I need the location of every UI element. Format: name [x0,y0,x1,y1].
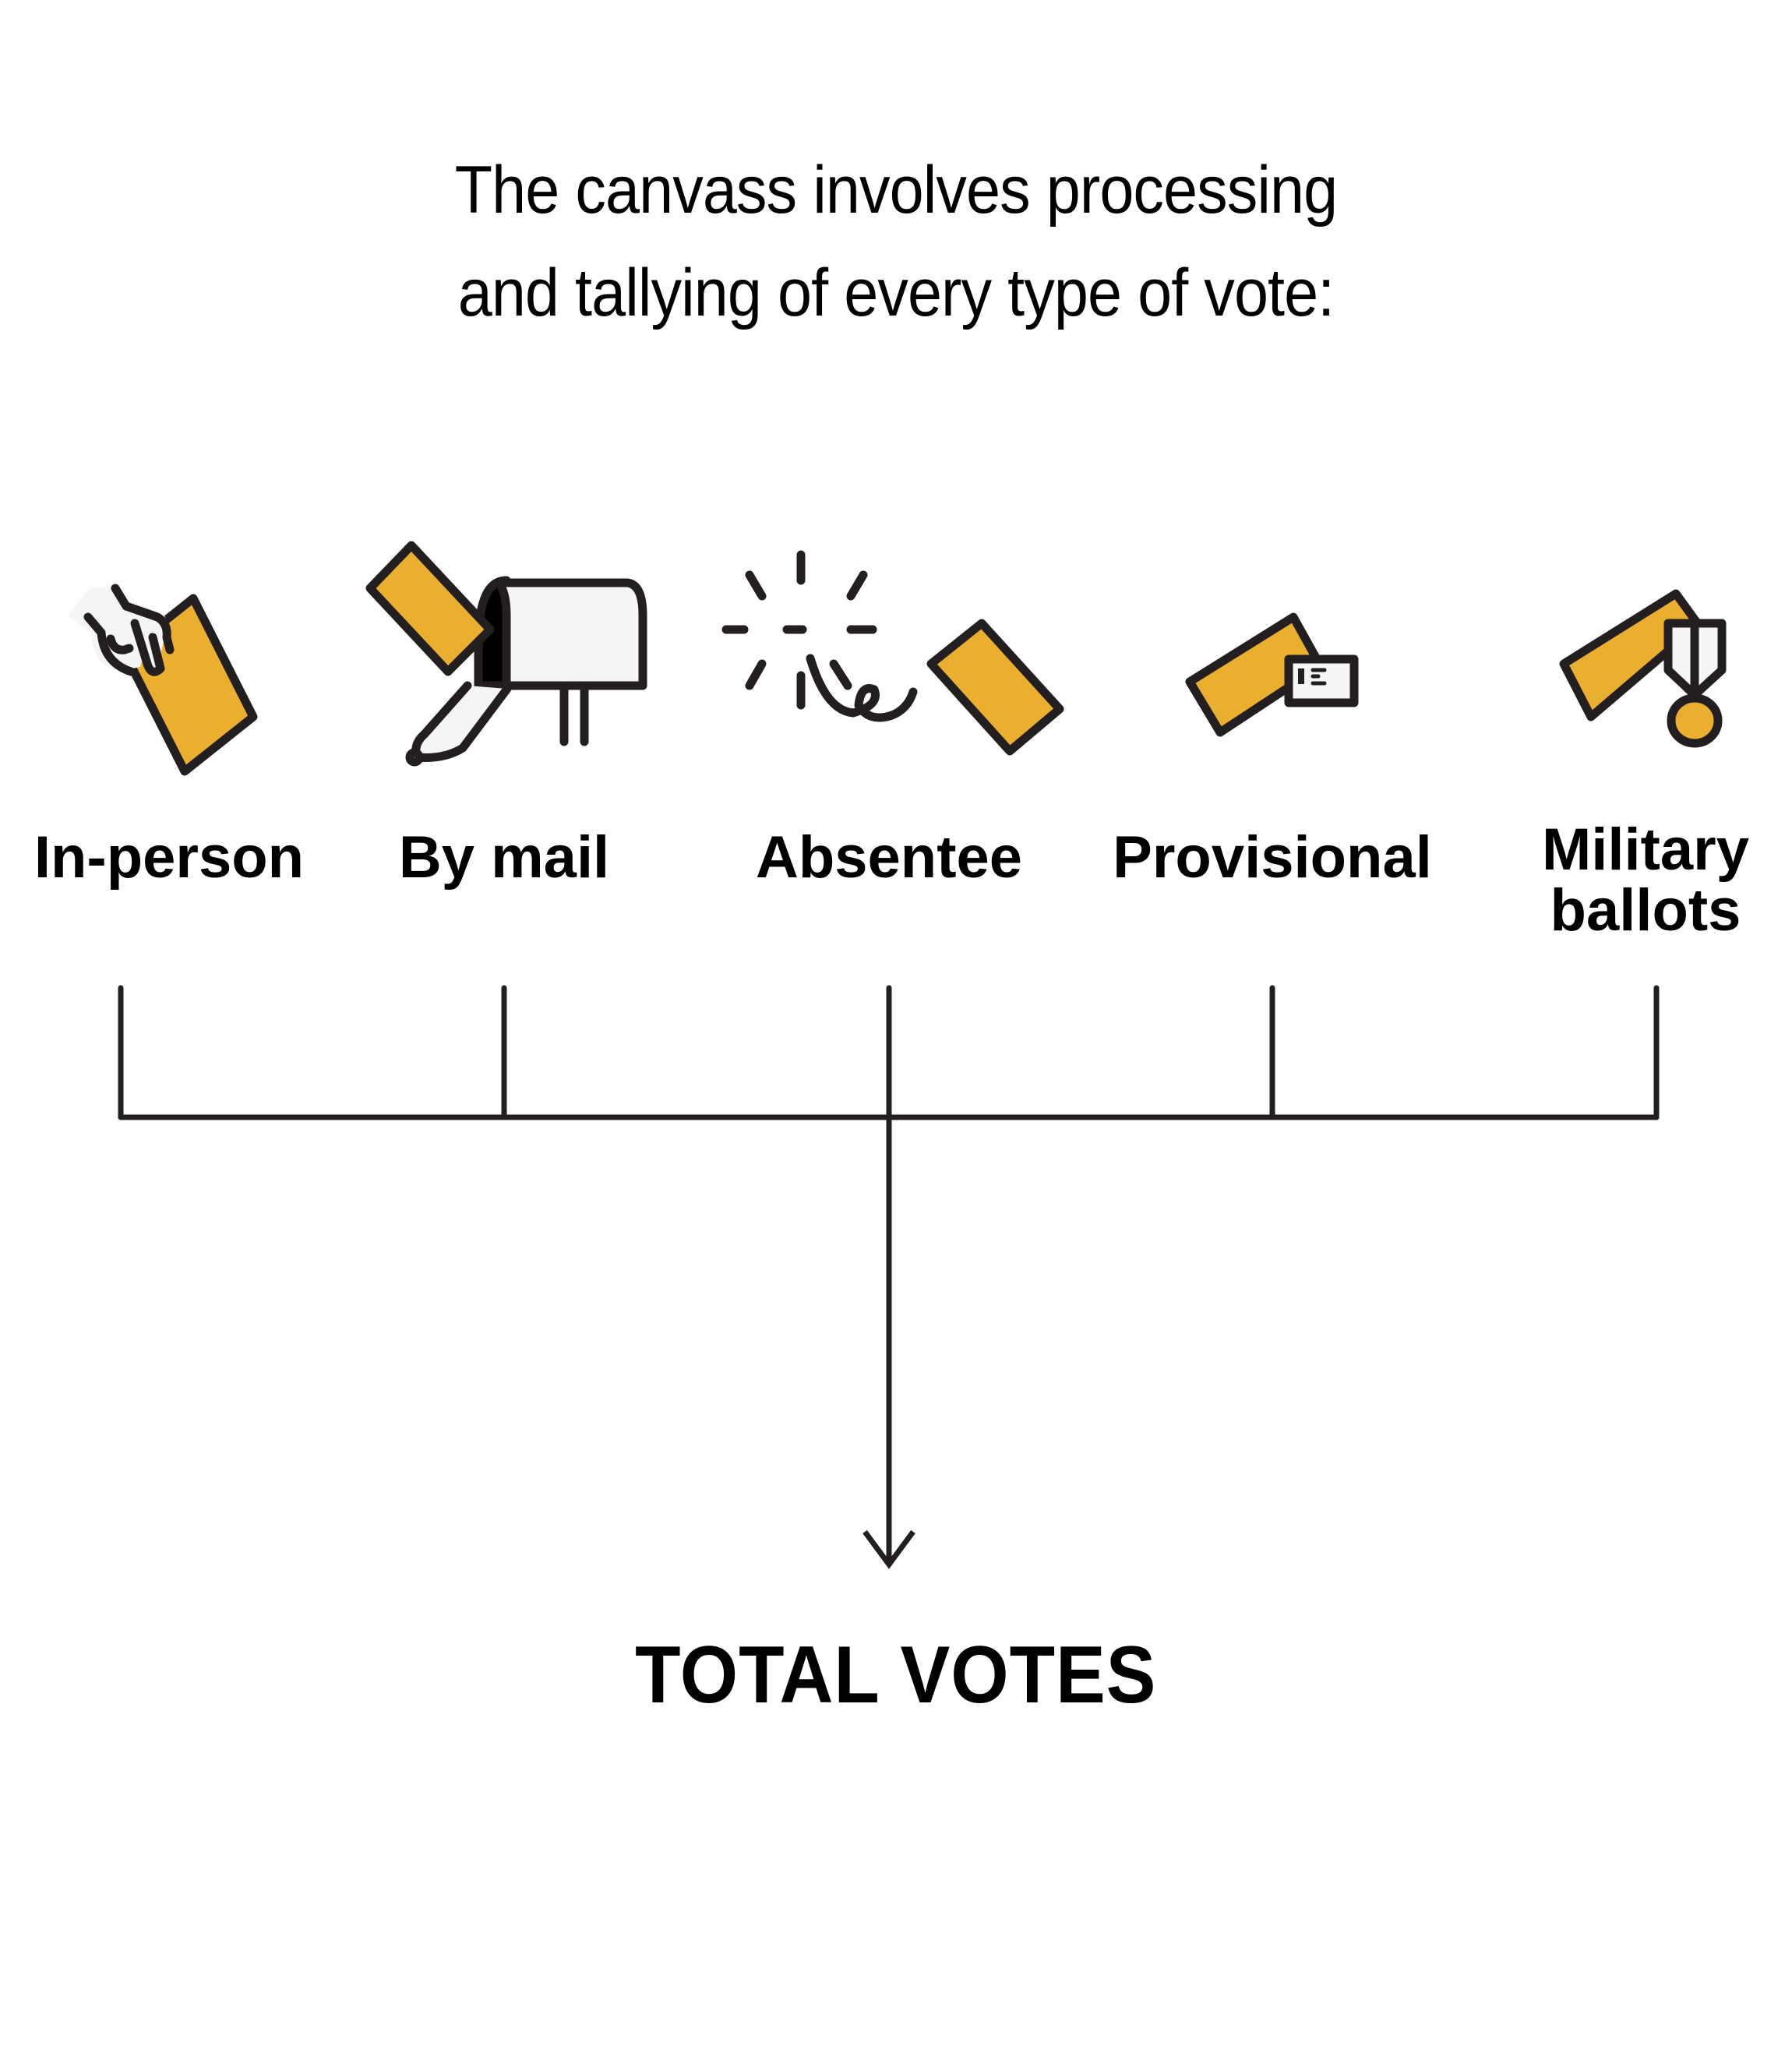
id-card-ballot-icon [1185,612,1359,737]
sparkle-ballot-icon [721,550,1064,756]
arrow-head-icon [862,1529,915,1569]
mailbox-ballot-icon [365,541,647,767]
label-military-line-1: Military [1541,817,1750,883]
header-line-2: and tallying of every type of vote: [457,256,1335,330]
connector-lines [118,985,1660,1569]
label-by-mail: By mail [398,824,610,891]
label-military-line-2: ballots [1550,877,1741,944]
label-absentee: Absentee [755,824,1023,891]
medal-ballot-icon [1559,589,1727,748]
hand-ballot-icon [68,584,258,776]
header-text: The canvass involves processing and tall… [0,139,1792,344]
total-votes-text: TOTAL VOTES [635,1630,1157,1720]
total-votes-label: TOTAL VOTES [0,1632,1792,1718]
label-in-person: In-person [34,824,305,891]
header-line-1: The canvass involves processing [454,153,1338,228]
label-provisional: Provisional [1113,824,1432,891]
label-military-ballots: Military ballots [1466,820,1792,941]
